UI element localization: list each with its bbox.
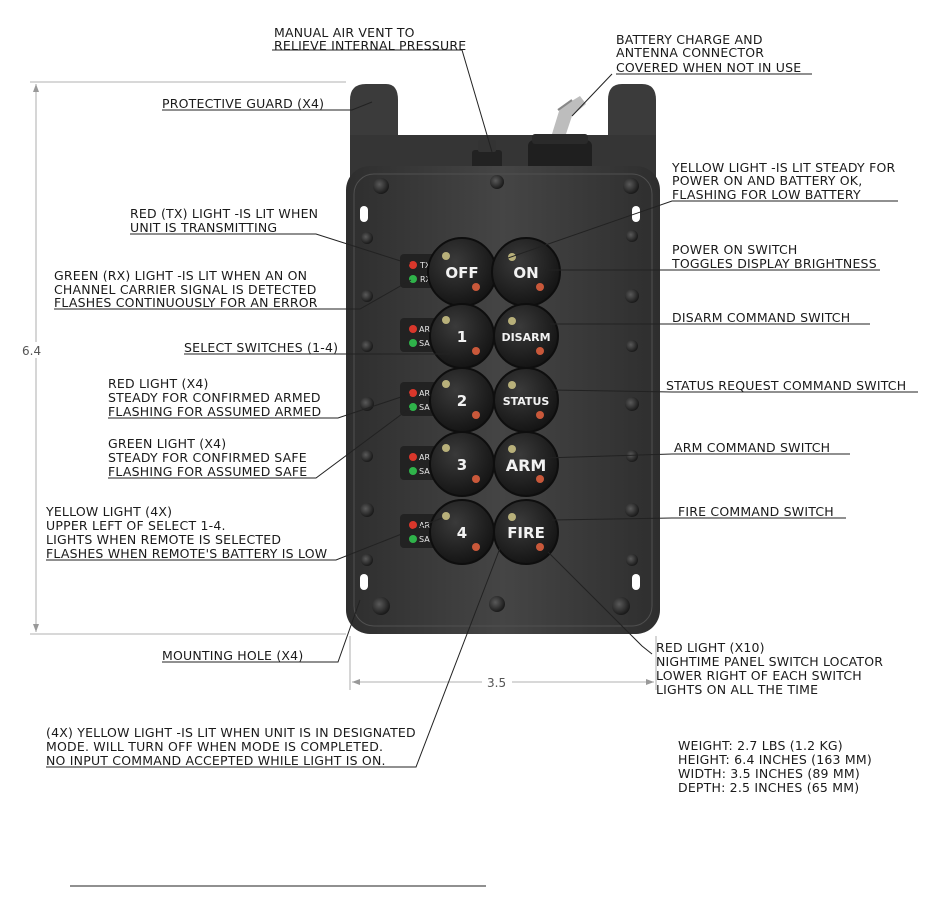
battery-antenna-connector: [528, 96, 592, 174]
callout-select-switches: SELECT SWITCHES (1-4): [184, 340, 338, 355]
svg-text:ON: ON: [513, 264, 538, 282]
svg-text:OFF: OFF: [445, 264, 478, 282]
callout-battery-charge: BATTERY CHARGE AND ANTENNA CONNECTOR COV…: [616, 32, 801, 75]
specs-block: WEIGHT: 2.7 LBS (1.2 KG) HEIGHT: 6.4 INC…: [678, 738, 876, 795]
svg-text:SAFE: SAFE: [419, 403, 439, 412]
callout-designated-mode: (4X) YELLOW LIGHT -IS LIT WHEN UNIT IS I…: [46, 725, 420, 768]
leader-lines: [46, 49, 918, 768]
svg-text:3: 3: [457, 456, 467, 474]
disarm-button[interactable]: DISARM: [493, 303, 559, 369]
callout-red-light-x10: RED LIGHT (X10) NIGHTIME PANEL SWITCH LO…: [656, 640, 887, 697]
height-dimension: 6.4: [20, 81, 346, 635]
svg-text:STATUS: STATUS: [503, 395, 550, 408]
svg-text:2: 2: [457, 392, 467, 410]
off-button[interactable]: OFF: [427, 237, 497, 307]
width-value: 3.5: [487, 676, 506, 690]
callout-protective-guard: PROTECTIVE GUARD (X4): [162, 96, 324, 111]
select-button-4[interactable]: 4: [429, 499, 495, 565]
svg-text:4: 4: [457, 524, 467, 542]
svg-text:SAFE: SAFE: [419, 467, 439, 476]
callout-green-light-x4: GREEN LIGHT (X4) STEADY FOR CONFIRMED SA…: [108, 436, 311, 479]
tx-label: TX: [419, 261, 431, 270]
height-value: 6.4: [22, 344, 41, 358]
svg-text:1: 1: [457, 328, 467, 346]
callout-red-light-x4: RED LIGHT (X4) STEADY FOR CONFIRMED ARME…: [108, 376, 325, 419]
callout-red-tx: RED (TX) LIGHT -IS LIT WHEN UNIT IS TRAN…: [130, 206, 322, 235]
arm-button[interactable]: ARM: [493, 431, 559, 497]
callout-green-rx: GREEN (RX) LIGHT -IS LIT WHEN AN ON CHAN…: [54, 268, 321, 310]
svg-text:SAFE: SAFE: [419, 535, 439, 544]
callout-power-switch: POWER ON SWITCH TOGGLES DISPLAY BRIGHTNE…: [671, 242, 877, 271]
select-button-1[interactable]: 1: [429, 303, 495, 369]
select-button-3[interactable]: 3: [429, 431, 495, 497]
status-button[interactable]: STATUS: [493, 367, 559, 433]
callout-yellow-light-4x: YELLOW LIGHT (4X) UPPER LEFT OF SELECT 1…: [45, 504, 327, 561]
width-dimension: 3.5: [349, 636, 657, 690]
svg-text:ARM: ARM: [419, 453, 437, 462]
fire-button[interactable]: FIRE: [493, 499, 559, 565]
svg-text:ARM: ARM: [419, 521, 437, 530]
svg-text:FIRE: FIRE: [507, 524, 545, 542]
callout-yellow-power: YELLOW LIGHT -IS LIT STEADY FOR POWER ON…: [671, 160, 900, 202]
callout-arm-switch: ARM COMMAND SWITCH: [674, 440, 830, 455]
callout-fire-switch: FIRE COMMAND SWITCH: [678, 504, 834, 519]
callout-manual-vent: MANUAL AIR VENT TO RELIEVE INTERNAL PRES…: [274, 25, 466, 53]
svg-text:DISARM: DISARM: [501, 331, 550, 344]
screws: [360, 175, 639, 615]
svg-text:SAFE: SAFE: [419, 339, 439, 348]
svg-text:ARM: ARM: [419, 325, 437, 334]
callout-status-switch: STATUS REQUEST COMMAND SWITCH: [666, 378, 906, 393]
svg-text:ARM: ARM: [506, 456, 547, 475]
on-button[interactable]: ON: [491, 237, 561, 307]
rx-label: RX: [420, 275, 432, 284]
select-button-2[interactable]: 2: [429, 367, 495, 433]
svg-text:ARM: ARM: [419, 389, 437, 398]
callout-mounting-hole: MOUNTING HOLE (X4): [162, 648, 303, 663]
callout-disarm-switch: DISARM COMMAND SWITCH: [672, 310, 850, 325]
